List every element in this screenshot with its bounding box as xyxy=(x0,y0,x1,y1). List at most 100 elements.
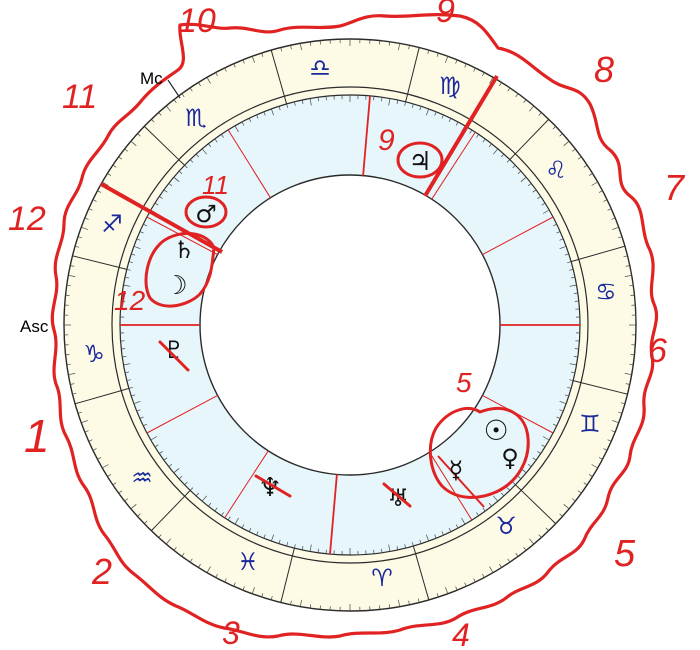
inner-degree-tick xyxy=(278,539,281,544)
red-cusp-line-12 xyxy=(100,182,223,254)
inner-degree-tick xyxy=(500,153,505,158)
degree-tick xyxy=(118,156,123,160)
degree-tick xyxy=(583,164,588,168)
inner-degree-tick xyxy=(241,524,245,529)
degree-tick xyxy=(598,190,603,193)
inner-degree-tick xyxy=(482,138,486,143)
degree-tick xyxy=(623,255,628,258)
degree-tick xyxy=(507,558,511,563)
degree-tick xyxy=(72,392,77,395)
sign-boundary-line xyxy=(412,545,417,554)
degree-tick xyxy=(70,383,75,385)
degree-tick xyxy=(144,520,148,524)
handwritten-3: 3 xyxy=(222,615,240,650)
sign-boundary-line xyxy=(520,489,557,525)
degree-tick xyxy=(612,420,619,424)
degree-tick xyxy=(280,47,283,52)
degree-tick xyxy=(577,490,582,494)
house-cusp-line xyxy=(227,129,271,199)
inner-degree-tick xyxy=(122,292,127,294)
inner-degree-tick xyxy=(131,253,136,256)
sign-boundary-line xyxy=(415,553,430,601)
degree-tick xyxy=(624,373,632,376)
moon-icon: ☽ xyxy=(164,271,187,301)
sign-boundary-line xyxy=(405,93,409,102)
inner-degree-tick xyxy=(126,269,131,271)
degree-tick xyxy=(523,546,527,551)
inner-degree-tick xyxy=(184,481,188,486)
inner-degree-tick xyxy=(221,512,224,516)
inner-degree-tick xyxy=(163,189,168,193)
inner-degree-tick xyxy=(154,202,159,206)
sagittarius-sign-icon: ♐ xyxy=(101,210,123,238)
house-cusp-line xyxy=(431,131,476,200)
sign-boundary-line xyxy=(178,159,185,166)
capricorn-sign-icon: ♑ xyxy=(83,340,105,368)
inner-degree-tick xyxy=(214,507,218,512)
inner-degree-tick xyxy=(567,261,572,264)
degree-tick xyxy=(242,59,245,64)
red-cusp-line-9 xyxy=(423,74,499,198)
handwritten-8: 8 xyxy=(594,49,614,90)
sign-boundary-line xyxy=(74,390,122,405)
inner-degree-tick xyxy=(571,371,576,374)
outer-scribble-border xyxy=(50,13,659,639)
degree-tick xyxy=(158,534,162,538)
degree-tick xyxy=(173,99,177,104)
inner-degree-tick xyxy=(301,99,304,104)
degree-tick xyxy=(130,140,137,146)
inner-degree-tick xyxy=(556,416,561,419)
inner-degree-tick xyxy=(133,245,141,250)
sign-boundaries xyxy=(72,47,628,603)
degree-tick xyxy=(571,498,576,502)
degree-tick xyxy=(607,439,612,442)
house-cusp-line xyxy=(329,474,338,555)
inner-degree-tick xyxy=(488,143,492,148)
mc-pointer xyxy=(167,79,181,99)
degree-tick xyxy=(445,56,449,63)
inner-degree-tick xyxy=(221,134,224,138)
inner-degree-tick xyxy=(542,436,550,441)
degree-tick xyxy=(70,265,75,267)
inner-degree-tick xyxy=(123,363,131,366)
degree-tick xyxy=(538,112,542,116)
degree-tick xyxy=(571,148,576,152)
sign-boundary-line xyxy=(509,153,516,160)
house-cusp-line xyxy=(146,216,218,256)
inner-degree-tick xyxy=(396,99,399,104)
pisces-sign-icon: ♓ xyxy=(237,548,259,576)
inner-degree-tick xyxy=(569,284,577,287)
degree-tick xyxy=(408,600,410,605)
inner-degree-tick xyxy=(434,534,437,539)
degree-tick xyxy=(299,599,302,607)
inner-degree-tick xyxy=(388,98,391,106)
degree-tick xyxy=(198,82,201,87)
inner-degree-tick xyxy=(178,475,183,480)
house-cusp-line xyxy=(146,394,218,434)
degree-tick xyxy=(181,93,185,98)
inner-degree-tick xyxy=(189,487,194,491)
degree-tick xyxy=(629,284,634,287)
libra-sign-icon: ♎ xyxy=(309,54,331,82)
inner-degree-tick xyxy=(189,159,194,163)
degree-tick xyxy=(552,126,556,130)
inner-degree-tick xyxy=(381,97,383,102)
degree-tick xyxy=(398,599,401,607)
inner-degree-tick xyxy=(201,495,207,502)
inner-degree-tick xyxy=(527,463,532,467)
gemini-sign-icon: ♊ xyxy=(579,410,601,438)
house-cusp-line xyxy=(429,451,473,521)
cancer-sign-icon: ♋ xyxy=(595,278,617,306)
inner-degree-tick xyxy=(569,269,574,271)
inner-degree-tick xyxy=(425,108,430,116)
degree-tick xyxy=(598,457,603,460)
inner-degree-tick xyxy=(564,394,569,397)
inner-degree-tick xyxy=(317,97,319,102)
degree-tick xyxy=(130,504,137,510)
sign-boundary-line xyxy=(291,548,295,557)
sign-boundary-line xyxy=(578,245,626,260)
inner-degree-tick xyxy=(419,106,422,111)
inner-degree-tick xyxy=(227,516,231,521)
inner-degree-tick xyxy=(168,463,173,467)
degree-tick xyxy=(515,93,519,98)
